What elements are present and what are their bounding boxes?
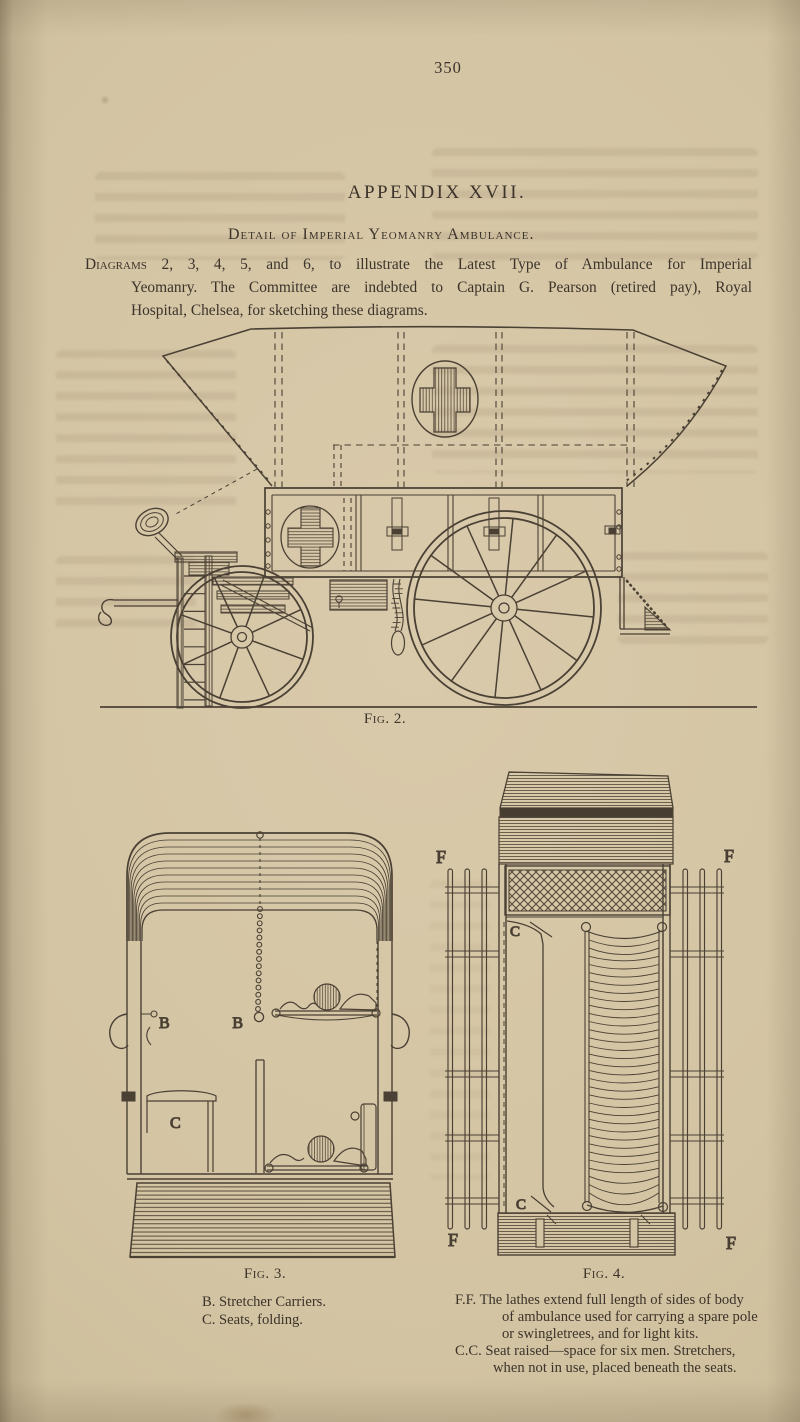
- intro-paragraph-line2: Yeomanry. The Committee are indebted to …: [131, 279, 752, 296]
- pole-hook: [97, 598, 115, 626]
- side-hook-left: [109, 1013, 129, 1050]
- fig3-label-b-wall: B: [159, 1015, 170, 1032]
- fig3-lower-stretcher-patient: [264, 1135, 369, 1173]
- fig3-canvas-hood: [126, 831, 393, 941]
- paper-stain: [100, 95, 110, 105]
- fig3-caption: Fig. 3.: [243, 1266, 287, 1282]
- fig4-note-line1: F.F. The lathes extend full length of si…: [455, 1292, 744, 1308]
- bleedthrough-ghost: [95, 172, 345, 260]
- fig3-hanging-chain: [253, 838, 265, 1023]
- fig4-raised-seat: [503, 920, 555, 1213]
- figure-4-illustration: F F F F C C: [430, 764, 748, 1264]
- rear-step: [619, 577, 672, 635]
- fig4-label-f-bottom-left: F: [448, 1230, 458, 1250]
- stirrup-step: [390, 630, 406, 656]
- fig4-note-line2: of ambulance used for carrying a spare p…: [502, 1309, 758, 1325]
- step-chain: [625, 579, 667, 627]
- fig3-label-b-chain: B: [232, 1015, 243, 1032]
- fig2-wheels: [170, 510, 602, 709]
- fig4-rolled-canvas: [580, 921, 669, 1213]
- figure-3-illustration: B B C: [95, 818, 415, 1264]
- fig4-label-f-top-right: F: [724, 846, 734, 866]
- appendix-heading: APPENDIX XVII.: [347, 182, 527, 203]
- side-hook-right: [390, 1013, 410, 1050]
- fig3-label-c-seat: C: [170, 1115, 181, 1132]
- fig4-note-line5: when not in use, placed beneath the seat…: [493, 1360, 737, 1376]
- fig4-note-line3: or swingletrees, and for light kits.: [502, 1326, 699, 1342]
- fig4-caption: Fig. 4.: [582, 1266, 626, 1282]
- fig4-note-line4: C.C. Seat raised—space for six men. Stre…: [455, 1343, 736, 1359]
- fig3-note-1: B. Stretcher Carriers.: [202, 1294, 327, 1310]
- fig2-canvas-tilt: [161, 325, 728, 516]
- red-cross-emblem-canvas: [411, 360, 479, 438]
- fig4-side-lathes: [445, 868, 724, 1230]
- fig3-rear-door: [350, 1103, 377, 1171]
- fig3-centre-post: [255, 1059, 265, 1173]
- fig2-front-assembly: [97, 507, 294, 709]
- section-subtitle: Detail of Imperial Yeomanry Ambulance.: [228, 226, 535, 243]
- fig2-wagon-body: [264, 487, 623, 578]
- intro-paragraph-line3: Hospital, Chelsea, for sketching these d…: [131, 302, 428, 319]
- figure-2-illustration: [85, 316, 775, 718]
- fig2-caption: Fig. 2.: [363, 711, 407, 727]
- fig3-side-walls: [109, 941, 410, 1174]
- fig4-label-f-bottom-right: F: [726, 1233, 736, 1253]
- ladder-rail: [204, 555, 213, 707]
- paper-stain: [215, 1402, 277, 1422]
- driver-seat-board: [174, 551, 238, 563]
- page-number: 350: [434, 58, 462, 77]
- fig3-tailboard-ramp: [129, 1182, 396, 1259]
- fig2-undercarriage: [220, 577, 672, 656]
- wagon-lamp: [135, 507, 169, 537]
- fig4-lattice-panel: [504, 865, 671, 916]
- intro-paragraph-line1: Diagrams 2, 3, 4, 5, and 6, to illustrat…: [85, 256, 752, 276]
- red-cross-emblem-body: [280, 505, 340, 569]
- fig3-folding-seat: [146, 1090, 217, 1172]
- fig3-wall-fitting: [141, 1010, 158, 1046]
- fig4-label-c-top: C: [510, 924, 520, 940]
- fig4-tailboard: [497, 1212, 676, 1256]
- intro-line1-rest: 2, 3, 4, 5, and 6, to illustrate the Lat…: [146, 256, 753, 273]
- fig3-note-2: C. Seats, folding.: [202, 1312, 303, 1328]
- fig4-label-c-bottom: C: [516, 1197, 526, 1213]
- fig4-driver-seat-hood: [498, 771, 674, 865]
- pole-bar: [114, 599, 178, 607]
- bolt-heads: [265, 509, 622, 572]
- fig4-label-f-top-left: F: [436, 847, 446, 867]
- fig4-body-sides: [498, 864, 671, 1213]
- fig3-floor: [127, 1173, 393, 1180]
- intro-lead-word: Diagrams: [85, 256, 147, 273]
- fig3-upper-stretcher-patient: [271, 941, 381, 1021]
